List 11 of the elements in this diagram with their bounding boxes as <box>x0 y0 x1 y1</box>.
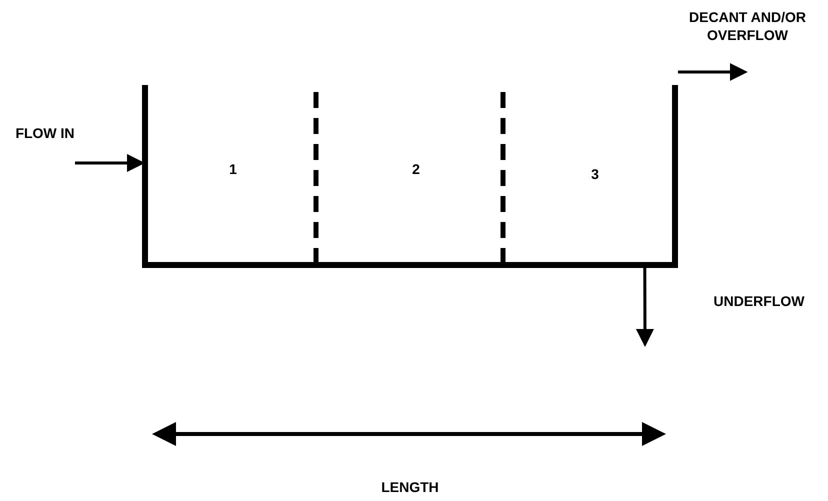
zone-number: 2 <box>411 160 421 178</box>
zone-number: 3 <box>590 165 600 183</box>
zone-number: 1 <box>228 160 238 178</box>
flow-label: UNDERFLOW <box>700 292 818 310</box>
flow-label: FLOW IN <box>5 124 85 142</box>
tank-outline <box>142 85 678 268</box>
arrow <box>678 63 748 81</box>
flow-label: DECANT AND/OR OVERFLOW <box>680 8 815 44</box>
arrow <box>636 268 654 347</box>
dimension-label: LENGTH <box>380 478 440 496</box>
arrow <box>75 154 145 172</box>
